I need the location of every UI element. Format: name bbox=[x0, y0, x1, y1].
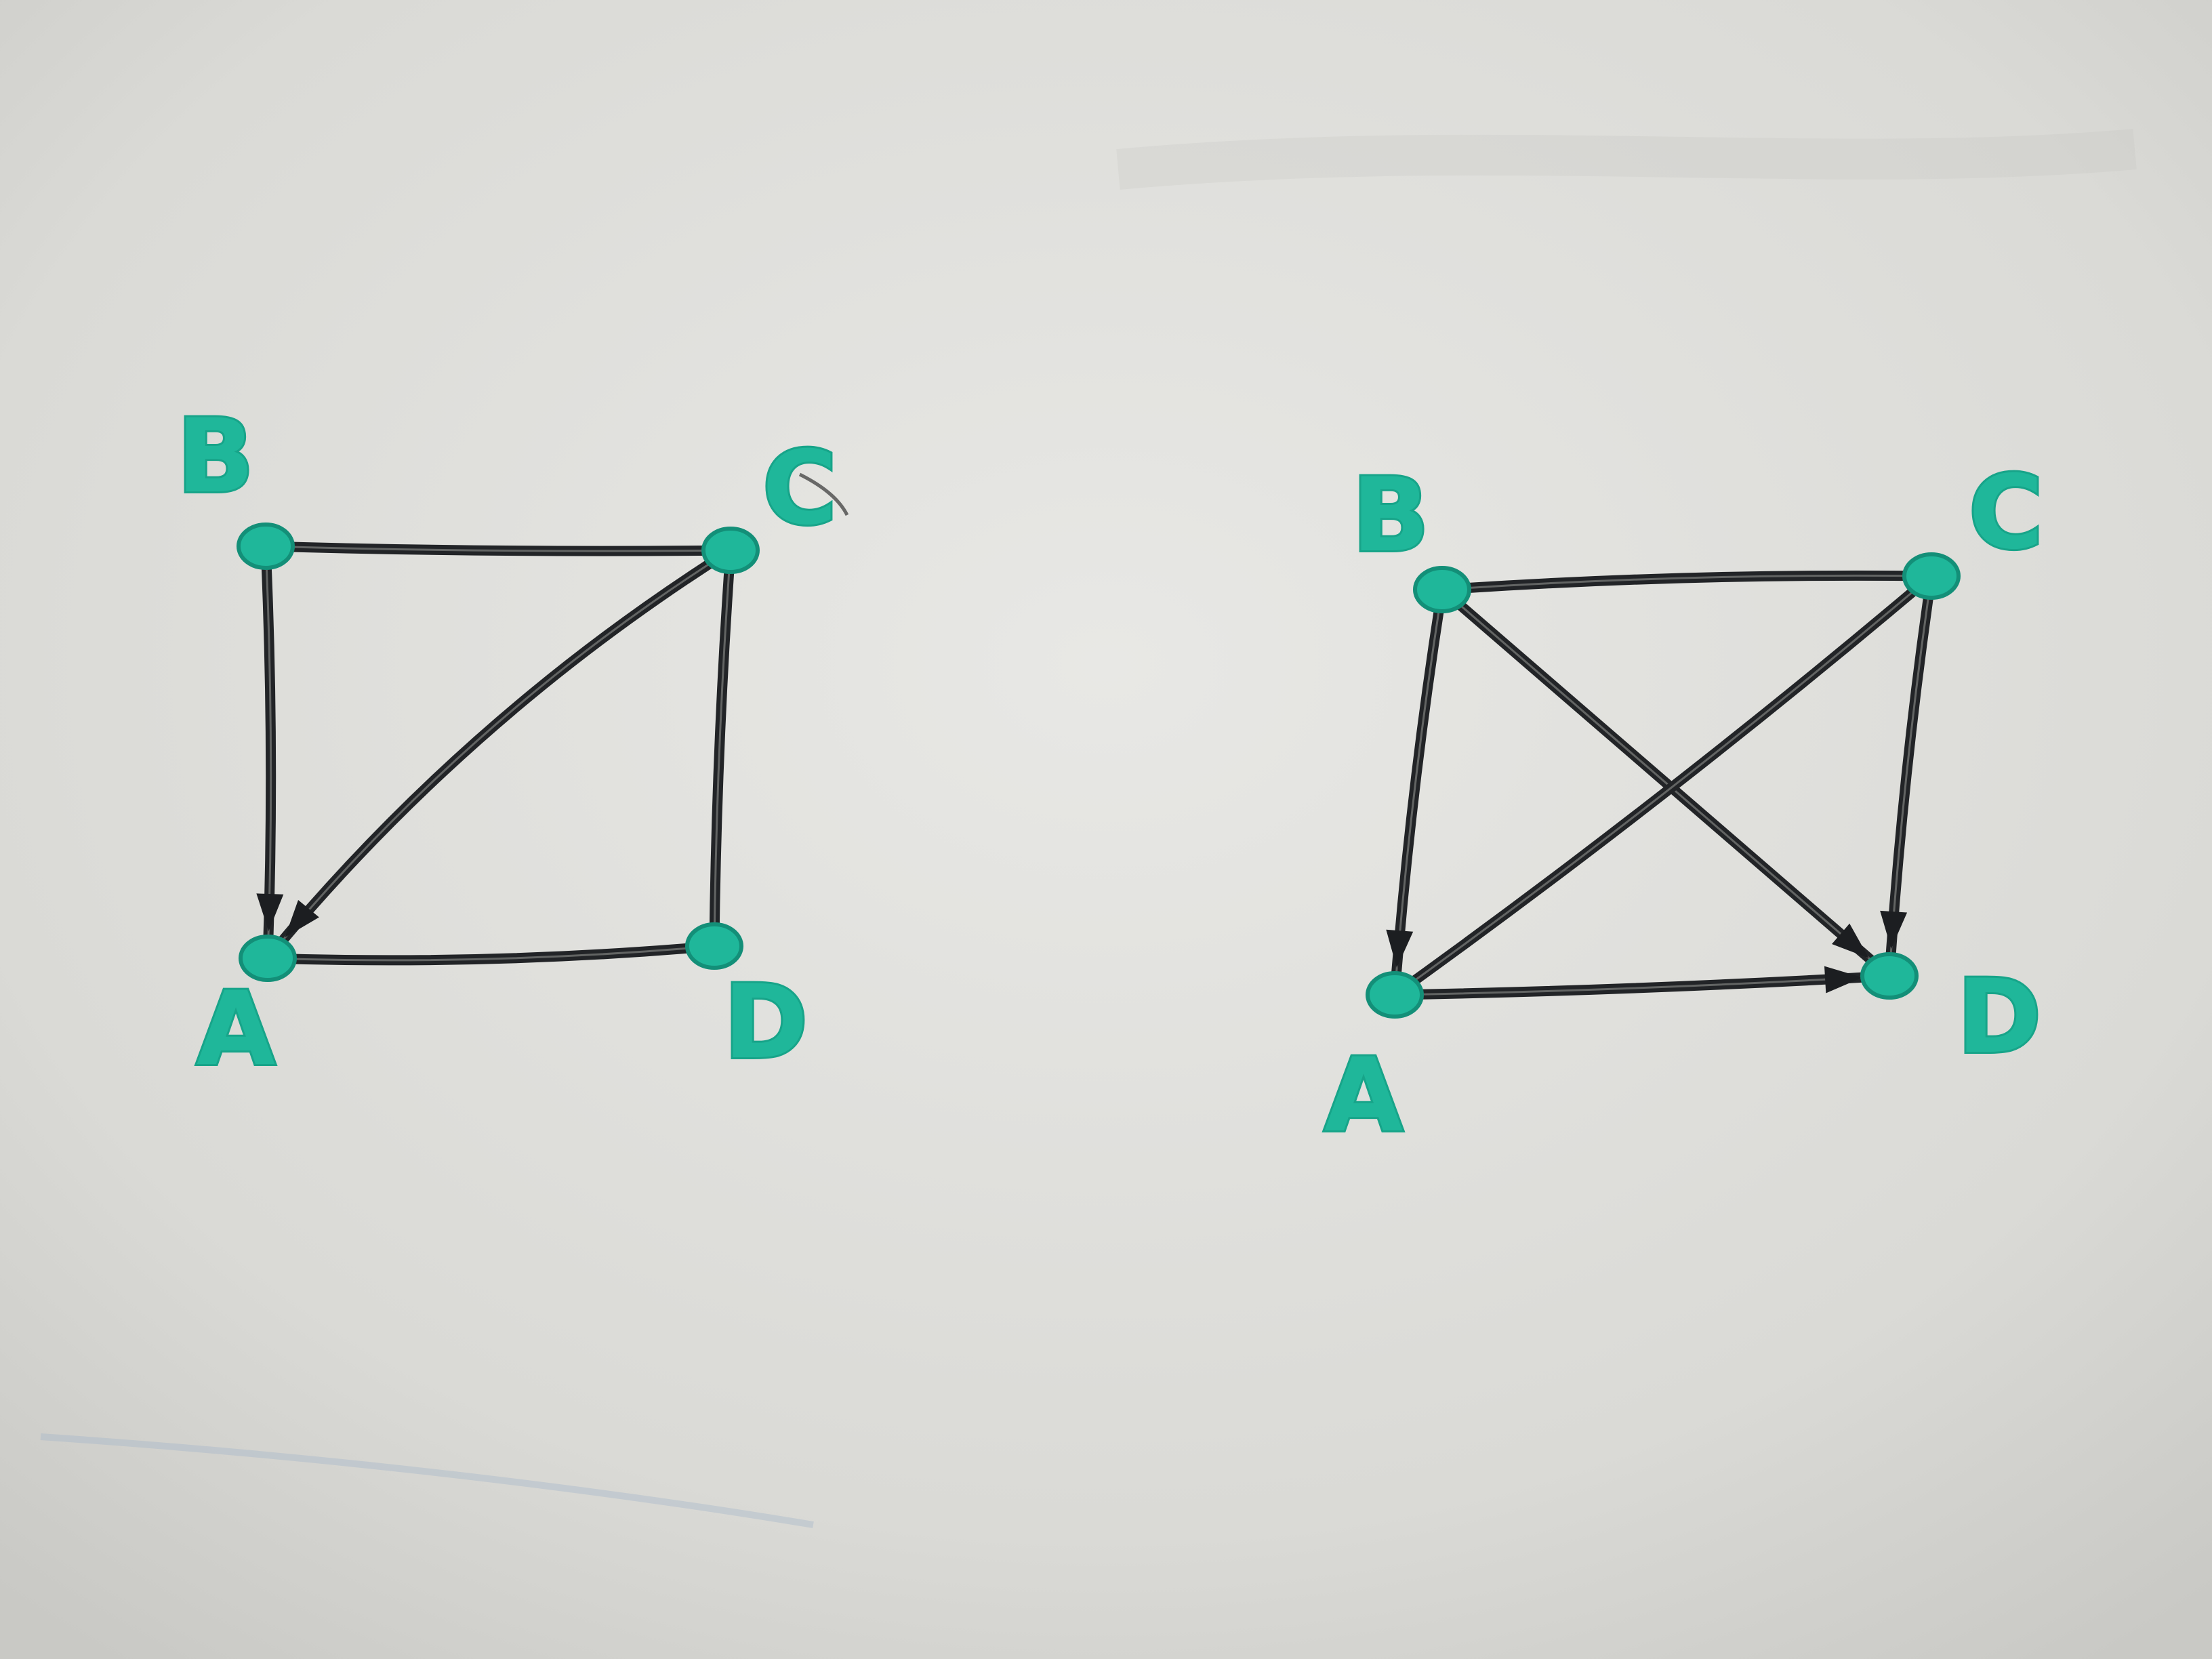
edge-highlight-c-d bbox=[713, 549, 732, 947]
arrowhead-b-a bbox=[256, 893, 284, 932]
smudge bbox=[1116, 129, 2137, 190]
edge-highlight-b-d bbox=[1441, 588, 1891, 977]
vertex-d bbox=[685, 922, 743, 970]
edge-highlight-a-d bbox=[266, 945, 716, 962]
edge-highlight-a-d bbox=[1393, 975, 1891, 996]
vertex-c bbox=[1902, 552, 1961, 600]
arrowhead-c-a bbox=[285, 899, 319, 938]
arrowhead-b-d bbox=[1832, 923, 1869, 958]
arrowhead-a-d bbox=[1824, 966, 1863, 994]
smudge bbox=[798, 472, 849, 516]
vertex-a bbox=[239, 935, 297, 982]
vertex-label-d: D bbox=[724, 964, 808, 1082]
vertex-label-a: A bbox=[197, 970, 275, 1088]
vertex-label-d: D bbox=[1957, 958, 2042, 1076]
vertex-label-c: C bbox=[1969, 454, 2043, 572]
arrowhead-b-a bbox=[1386, 929, 1414, 968]
graph-right: B C A D bbox=[1322, 452, 2045, 1157]
edge-highlight-c-a bbox=[266, 549, 732, 960]
arrowhead-c-d bbox=[1880, 910, 1908, 949]
vertex-b bbox=[1413, 566, 1471, 613]
vertex-c bbox=[701, 527, 760, 574]
vertex-b bbox=[237, 523, 295, 570]
edge-highlight-b-c bbox=[264, 545, 732, 552]
vertex-a bbox=[1366, 971, 1424, 1019]
vertex-label-c: C bbox=[762, 430, 837, 548]
vertex-label-b: B bbox=[177, 398, 254, 516]
smudge bbox=[40, 1433, 814, 1528]
vertex-label-a: A bbox=[1324, 1037, 1403, 1155]
edge-highlight-b-c bbox=[1441, 574, 1933, 591]
vertex-label-b: B bbox=[1352, 457, 1429, 575]
graph-left: B C A D bbox=[175, 396, 839, 1090]
vertex-d bbox=[1860, 952, 1919, 1000]
edge-highlight-a-c bbox=[1393, 575, 1933, 996]
